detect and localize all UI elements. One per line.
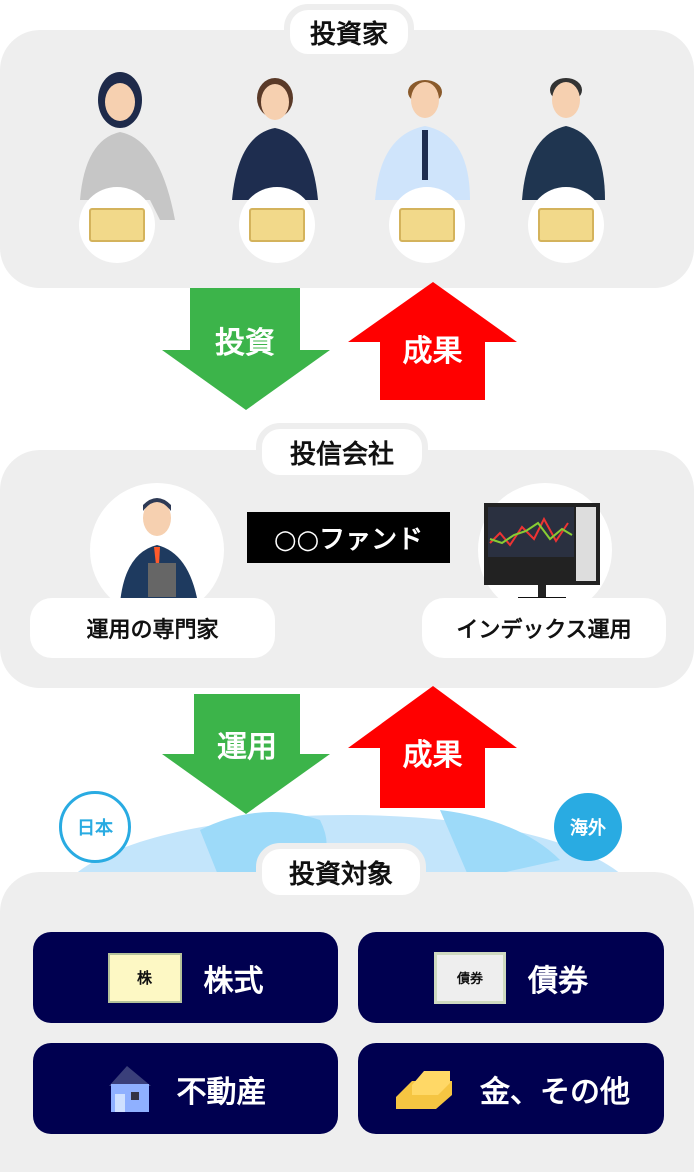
invest-label: 投資 bbox=[215, 326, 275, 361]
arrows-1 bbox=[162, 282, 517, 410]
operate-label: 運用 bbox=[217, 730, 277, 765]
money-icon bbox=[79, 187, 155, 263]
targets-title: 投資対象 bbox=[256, 843, 426, 901]
bond-certificate-icon: 債券 bbox=[434, 951, 506, 1004]
target-real-estate[interactable]: 不動産 bbox=[33, 1043, 338, 1134]
target-label: 不動産 bbox=[176, 1074, 267, 1110]
investors-title: 投資家 bbox=[284, 4, 414, 60]
arrows-2 bbox=[162, 686, 517, 814]
company-title: 投信会社 bbox=[256, 423, 428, 481]
gold-bars-icon bbox=[396, 1070, 452, 1109]
stock-certificate-icon: 株 bbox=[107, 952, 182, 1003]
result-label: 成果 bbox=[402, 334, 463, 369]
house-icon bbox=[108, 1065, 151, 1112]
target-label: 株式 bbox=[203, 963, 264, 999]
result-arrow-up bbox=[348, 282, 517, 400]
index-label: インデックス運用 bbox=[422, 598, 666, 658]
investors-illustration bbox=[80, 72, 605, 220]
expert-circle bbox=[90, 483, 224, 617]
invest-arrow-down bbox=[162, 288, 330, 410]
globe-icon bbox=[60, 810, 636, 890]
investor-figure bbox=[232, 78, 318, 200]
investor-figure bbox=[522, 78, 605, 200]
target-bonds[interactable]: 債券 債券 bbox=[358, 932, 664, 1023]
operate-arrow-down bbox=[162, 694, 330, 814]
money-icon bbox=[528, 187, 604, 263]
monitor-circle bbox=[478, 483, 612, 617]
monitor-icon bbox=[484, 503, 600, 602]
expert-icon bbox=[120, 498, 198, 603]
fund-name-box: ○○ファンド bbox=[247, 512, 450, 563]
target-label: 金、その他 bbox=[480, 1074, 630, 1110]
expert-label: 運用の専門家 bbox=[30, 598, 275, 658]
japan-badge: 日本 bbox=[59, 791, 131, 863]
target-stocks[interactable]: 株 株式 bbox=[33, 932, 338, 1023]
investor-figure bbox=[375, 80, 470, 200]
money-icon bbox=[239, 187, 315, 263]
overseas-badge: 海外 bbox=[554, 793, 622, 861]
target-label: 債券 bbox=[528, 963, 588, 999]
result-label-2: 成果 bbox=[402, 738, 463, 773]
money-icon bbox=[389, 187, 465, 263]
target-gold-other[interactable]: 金、その他 bbox=[358, 1043, 664, 1134]
result-arrow-up-2 bbox=[348, 686, 517, 808]
